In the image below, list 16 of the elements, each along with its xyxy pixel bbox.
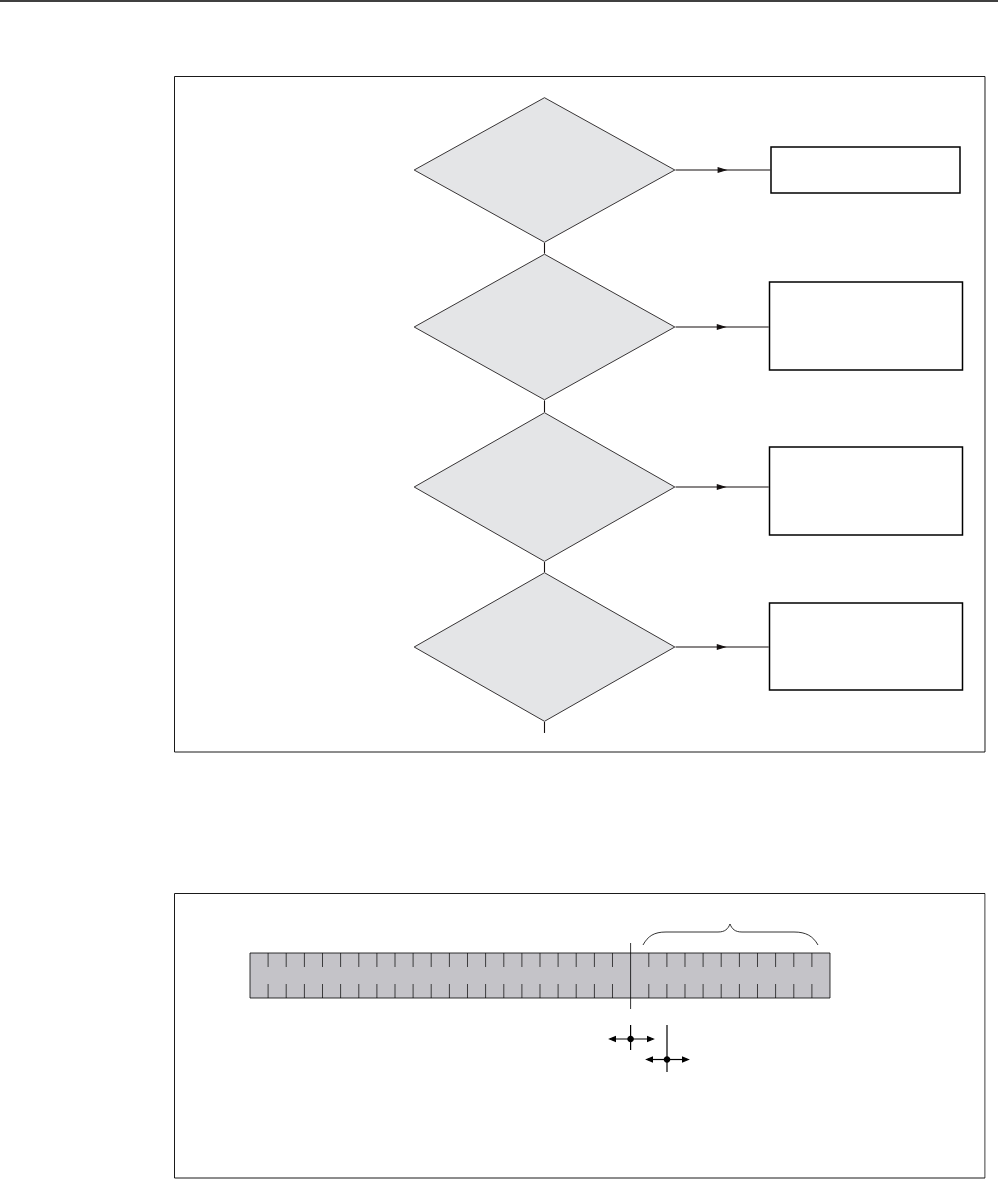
decision-diamond <box>413 253 676 401</box>
arrow <box>674 484 770 490</box>
process-box <box>768 281 964 371</box>
arrow <box>674 324 770 330</box>
arrow <box>674 167 771 173</box>
connector-line <box>543 721 546 734</box>
decision-diamond <box>413 572 676 722</box>
decision-diamond <box>413 412 676 562</box>
process-box <box>768 602 964 691</box>
process-box <box>768 446 964 536</box>
connector-line <box>543 561 546 573</box>
decision-diamond <box>413 97 676 243</box>
connector-line <box>543 242 546 255</box>
process-box <box>770 146 961 194</box>
arrow <box>674 644 770 650</box>
connector-line <box>543 399 546 413</box>
